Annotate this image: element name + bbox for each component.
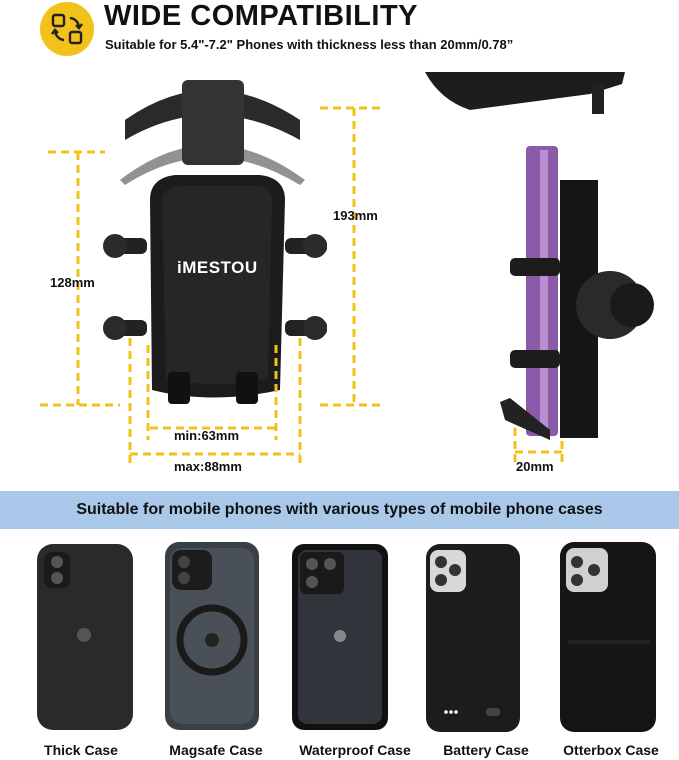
- holder-diagram: [40, 72, 654, 465]
- case-label-otterbox: Otterbox Case: [563, 742, 659, 758]
- page-title: WIDE COMPATIBILITY: [104, 0, 419, 32]
- cases-illustrations: [37, 542, 656, 732]
- battery-case-phone: [426, 544, 520, 732]
- top-clamp-arc-ghost: [120, 145, 305, 185]
- brand-logo: iMESTOU: [177, 258, 258, 277]
- side-view-top-cap: [425, 72, 625, 110]
- otterbox-case-phone: [560, 542, 656, 732]
- case-label-waterproof: Waterproof Case: [299, 742, 411, 758]
- rotate-arrows-icon: [40, 2, 94, 56]
- dimension-thickness: 20mm: [516, 459, 554, 474]
- waterproof-case-phone: [292, 544, 388, 730]
- cases-banner: Suitable for mobile phones with various …: [0, 491, 679, 529]
- case-label-magsafe: Magsafe Case: [169, 742, 263, 758]
- dimension-width-128: 128mm: [50, 275, 95, 290]
- case-label-battery: Battery Case: [443, 742, 529, 758]
- magsafe-case-phone: [165, 542, 259, 730]
- case-label-thick: Thick Case: [44, 742, 118, 758]
- dimension-max-width: max:88mm: [174, 459, 242, 474]
- dimension-min-width: min:63mm: [174, 428, 240, 443]
- page-subtitle: Suitable for 5.4"-7.2" Phones with thick…: [105, 37, 514, 52]
- thick-case-phone: [37, 544, 133, 730]
- dimension-height-193: 193mm: [333, 208, 378, 223]
